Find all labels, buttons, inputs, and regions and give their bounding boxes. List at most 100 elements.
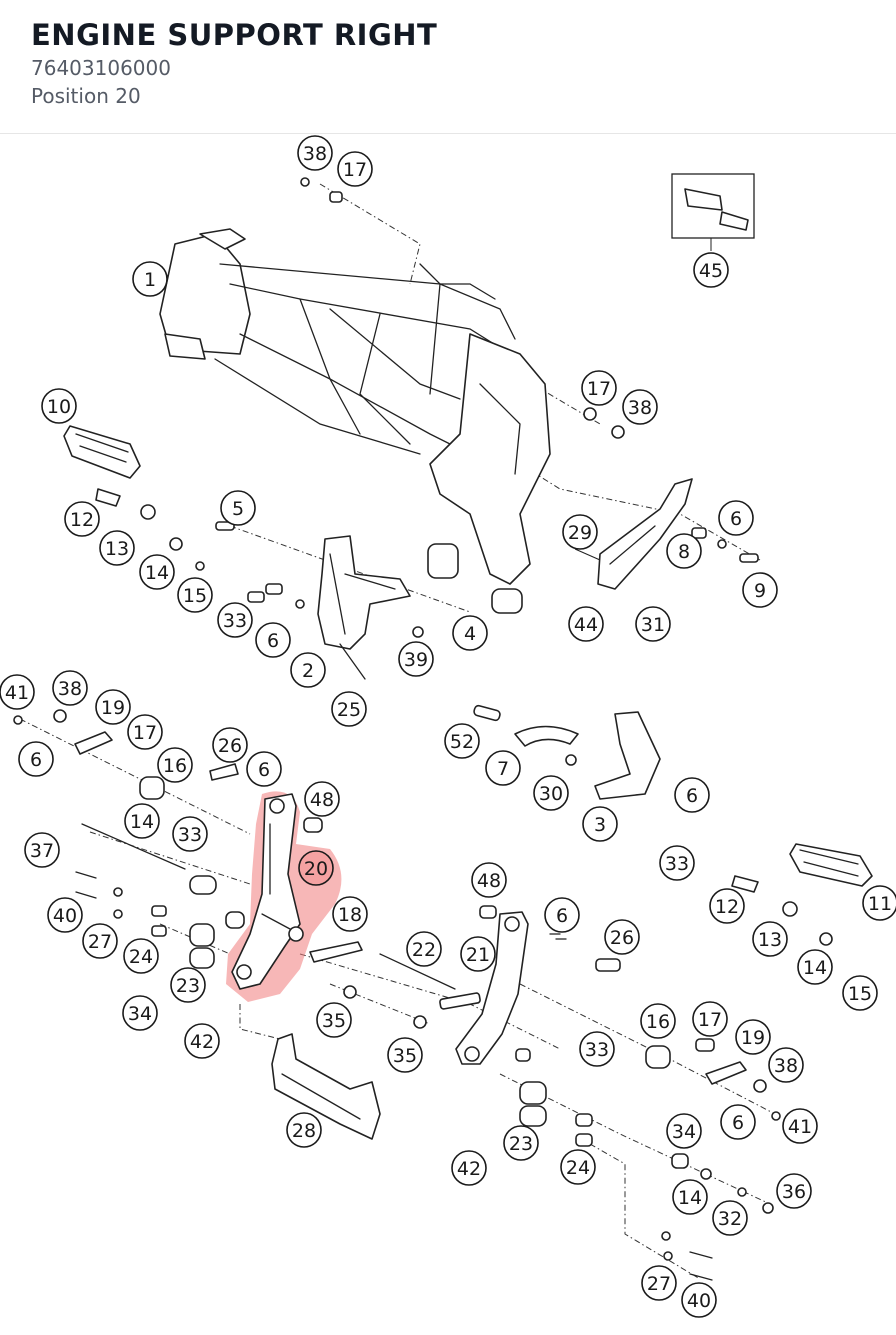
callout-38[interactable]: 38 xyxy=(52,670,88,706)
callout-circle xyxy=(297,135,333,171)
callout-13[interactable]: 13 xyxy=(752,921,788,957)
callout-6[interactable]: 6 xyxy=(246,751,282,787)
callout-13[interactable]: 13 xyxy=(99,530,135,566)
callout-27[interactable]: 27 xyxy=(82,923,118,959)
callout-24[interactable]: 24 xyxy=(123,938,159,974)
callout-42[interactable]: 42 xyxy=(184,1023,220,1059)
callout-label: 9 xyxy=(754,580,766,602)
callout-17[interactable]: 17 xyxy=(581,370,617,406)
callout-6[interactable]: 6 xyxy=(674,777,710,813)
callout-40[interactable]: 40 xyxy=(681,1282,717,1318)
callout-6[interactable]: 6 xyxy=(18,741,54,777)
callout-38[interactable]: 38 xyxy=(622,389,658,425)
callout-33[interactable]: 33 xyxy=(217,602,253,638)
callout-11[interactable]: 11 xyxy=(862,885,896,921)
callout-35[interactable]: 35 xyxy=(387,1037,423,1073)
page-header: ENGINE SUPPORT RIGHT 76403106000 Positio… xyxy=(0,0,896,134)
callout-circle xyxy=(544,897,580,933)
callout-16[interactable]: 16 xyxy=(640,1003,676,1039)
callout-26[interactable]: 26 xyxy=(212,727,248,763)
callout-16[interactable]: 16 xyxy=(157,747,193,783)
callout-33[interactable]: 33 xyxy=(172,816,208,852)
callout-12[interactable]: 12 xyxy=(709,888,745,924)
callout-34[interactable]: 34 xyxy=(666,1113,702,1149)
callout-48[interactable]: 48 xyxy=(304,781,340,817)
callout-42[interactable]: 42 xyxy=(451,1150,487,1186)
callout-1[interactable]: 1 xyxy=(132,261,168,297)
callout-label: 38 xyxy=(774,1055,798,1077)
callout-23[interactable]: 23 xyxy=(503,1125,539,1161)
callout-20[interactable]: 20 xyxy=(298,850,334,886)
callout-circle xyxy=(693,252,729,288)
callout-41[interactable]: 41 xyxy=(0,674,35,710)
callout-circle xyxy=(562,514,598,550)
callout-3[interactable]: 3 xyxy=(582,806,618,842)
callout-17[interactable]: 17 xyxy=(692,1001,728,1037)
callout-32[interactable]: 32 xyxy=(712,1200,748,1236)
callout-37[interactable]: 37 xyxy=(24,832,60,868)
callout-10[interactable]: 10 xyxy=(41,388,77,424)
callout-45[interactable]: 45 xyxy=(693,252,729,288)
callout-40[interactable]: 40 xyxy=(47,897,83,933)
callout-label: 33 xyxy=(178,824,202,846)
callout-36[interactable]: 36 xyxy=(776,1173,812,1209)
callout-circle xyxy=(681,1282,717,1318)
callout-label: 52 xyxy=(450,731,474,753)
callout-38[interactable]: 38 xyxy=(297,135,333,171)
callout-6[interactable]: 6 xyxy=(718,500,754,536)
callout-28[interactable]: 28 xyxy=(286,1112,322,1148)
callout-26[interactable]: 26 xyxy=(604,919,640,955)
callout-circle xyxy=(95,689,131,725)
callout-27[interactable]: 27 xyxy=(641,1265,677,1301)
callout-6[interactable]: 6 xyxy=(544,897,580,933)
callout-6[interactable]: 6 xyxy=(255,622,291,658)
callout-9[interactable]: 9 xyxy=(742,572,778,608)
callout-38[interactable]: 38 xyxy=(768,1047,804,1083)
callout-29[interactable]: 29 xyxy=(562,514,598,550)
callout-label: 41 xyxy=(5,682,29,704)
callout-17[interactable]: 17 xyxy=(337,151,373,187)
callout-39[interactable]: 39 xyxy=(398,641,434,677)
callout-label: 26 xyxy=(610,927,634,949)
callout-52[interactable]: 52 xyxy=(444,723,480,759)
callout-label: 3 xyxy=(594,814,606,836)
callout-14[interactable]: 14 xyxy=(797,949,833,985)
callout-18[interactable]: 18 xyxy=(332,896,368,932)
callout-4[interactable]: 4 xyxy=(452,615,488,651)
callout-21[interactable]: 21 xyxy=(460,936,496,972)
callout-41[interactable]: 41 xyxy=(782,1108,818,1144)
callout-25[interactable]: 25 xyxy=(331,691,367,727)
callout-15[interactable]: 15 xyxy=(842,975,878,1011)
callout-14[interactable]: 14 xyxy=(139,554,175,590)
callout-6[interactable]: 6 xyxy=(720,1104,756,1140)
callout-5[interactable]: 5 xyxy=(220,490,256,526)
callout-15[interactable]: 15 xyxy=(177,577,213,613)
callout-label: 6 xyxy=(267,630,279,652)
callout-14[interactable]: 14 xyxy=(672,1179,708,1215)
callout-8[interactable]: 8 xyxy=(666,533,702,569)
callout-7[interactable]: 7 xyxy=(485,750,521,786)
callout-label: 19 xyxy=(101,697,125,719)
callout-12[interactable]: 12 xyxy=(64,501,100,537)
callout-circle xyxy=(735,1019,771,1055)
callout-22[interactable]: 22 xyxy=(406,931,442,967)
callout-2[interactable]: 2 xyxy=(290,652,326,688)
callout-19[interactable]: 19 xyxy=(95,689,131,725)
callout-24[interactable]: 24 xyxy=(560,1149,596,1185)
callout-17[interactable]: 17 xyxy=(127,714,163,750)
callout-48[interactable]: 48 xyxy=(471,862,507,898)
callout-label: 17 xyxy=(343,159,367,181)
callout-33[interactable]: 33 xyxy=(579,1031,615,1067)
callout-30[interactable]: 30 xyxy=(533,775,569,811)
callout-33[interactable]: 33 xyxy=(659,845,695,881)
callout-31[interactable]: 31 xyxy=(635,606,671,642)
callout-label: 21 xyxy=(466,944,490,966)
callout-14[interactable]: 14 xyxy=(124,803,160,839)
callout-34[interactable]: 34 xyxy=(122,995,158,1031)
callout-circle xyxy=(782,1108,818,1144)
callout-44[interactable]: 44 xyxy=(568,606,604,642)
callout-19[interactable]: 19 xyxy=(735,1019,771,1055)
callout-35[interactable]: 35 xyxy=(316,1002,352,1038)
callout-23[interactable]: 23 xyxy=(170,967,206,1003)
